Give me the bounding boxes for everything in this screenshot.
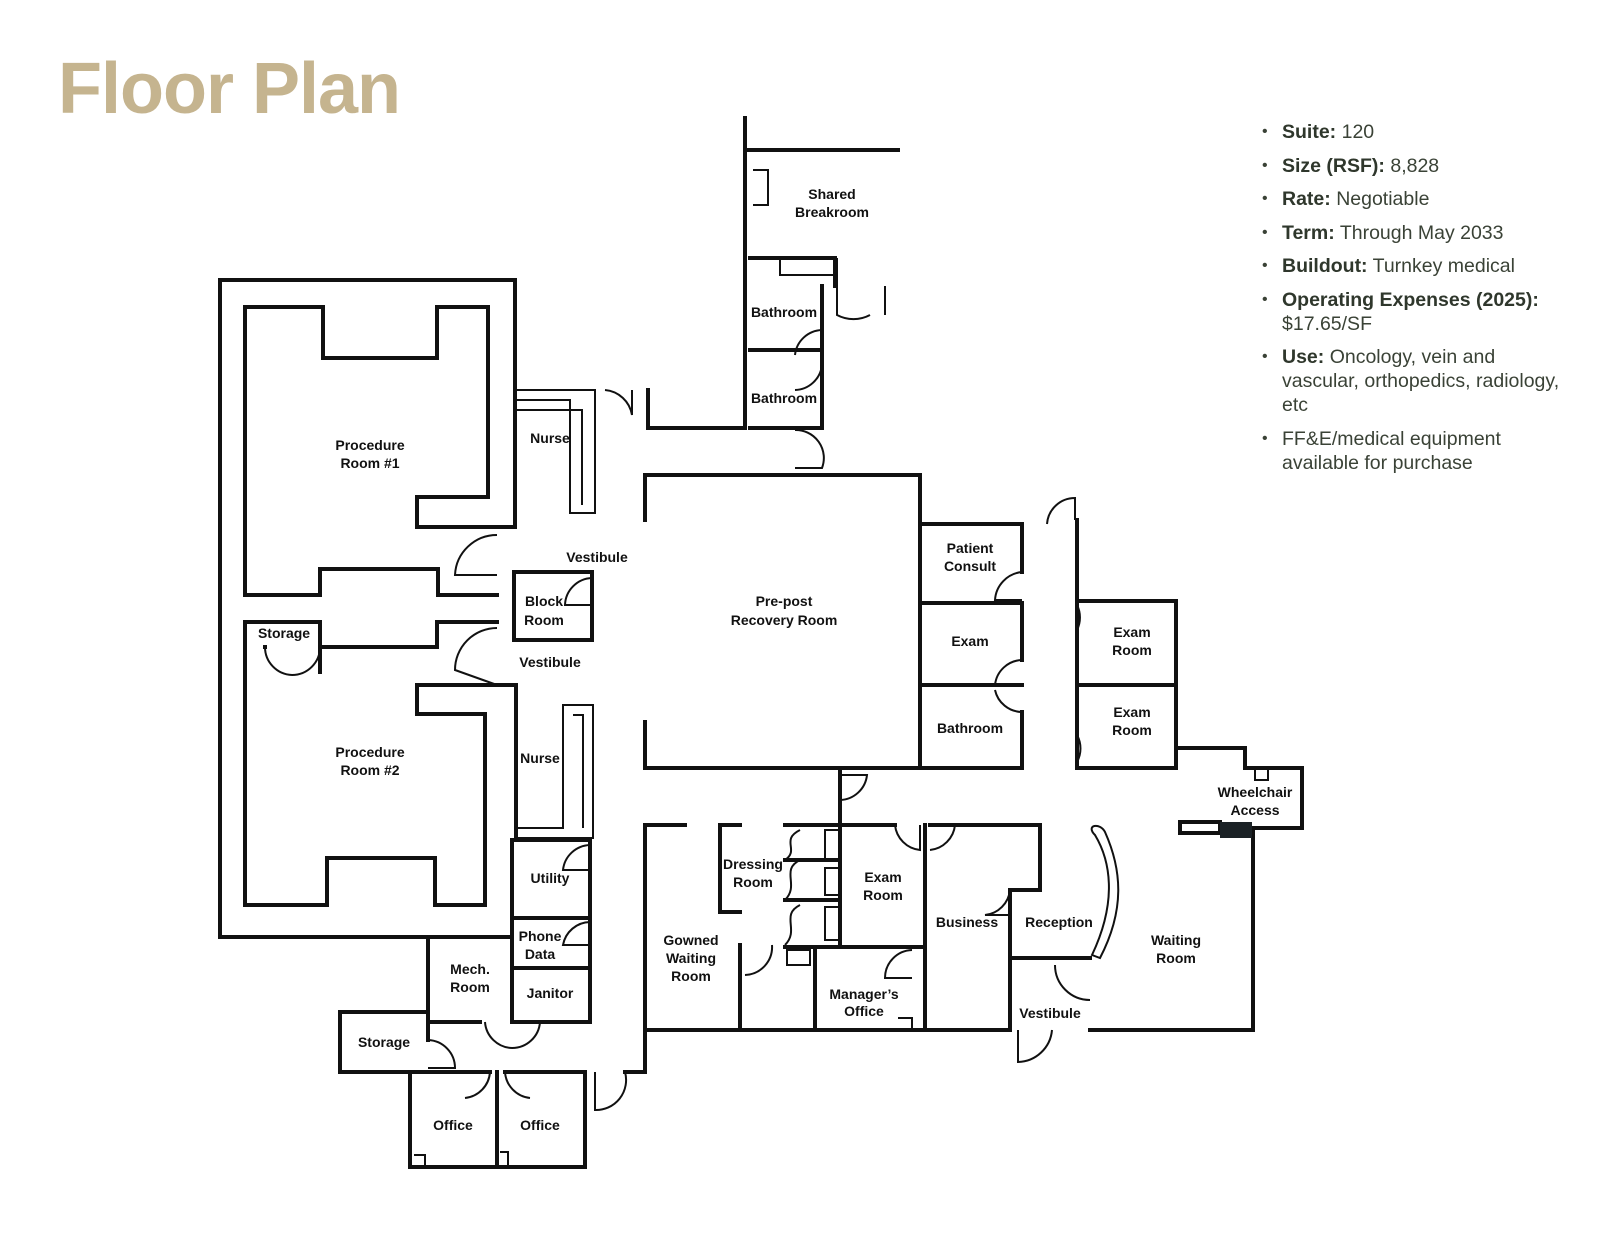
spec-opex: Operating Expenses (2025):$17.65/SF	[1262, 288, 1562, 336]
spec-list: Suite: 120 Size (RSF): 8,828 Rate: Negot…	[1262, 120, 1562, 484]
room-vestibule-3: Vestibule	[1019, 1005, 1081, 1021]
room-office-2: Office	[520, 1117, 560, 1133]
spec-use: Use: Oncology, vein and vascular, orthop…	[1262, 345, 1562, 417]
page-title: Floor Plan	[58, 49, 401, 129]
room-utility: Utility	[531, 870, 570, 886]
room-mech: Mech.Room	[450, 961, 490, 995]
room-bathroom-right: Bathroom	[937, 720, 1003, 736]
room-nurse-1: Nurse	[530, 430, 570, 446]
room-vestibule-1: Vestibule	[566, 549, 628, 565]
entry-mat	[1220, 822, 1252, 838]
room-storage-1: Storage	[258, 625, 310, 641]
room-reception: Reception	[1025, 914, 1093, 930]
room-bathroom-second: Bathroom	[751, 390, 817, 406]
room-business: Business	[936, 914, 998, 930]
room-office-1: Office	[433, 1117, 473, 1133]
spec-term: Term: Through May 2033	[1262, 221, 1562, 245]
spec-buildout: Buildout: Turnkey medical	[1262, 254, 1562, 278]
room-storage-2: Storage	[358, 1034, 410, 1050]
spec-rate: Rate: Negotiable	[1262, 187, 1562, 211]
room-janitor: Janitor	[527, 985, 574, 1001]
spec-suite: Suite: 120	[1262, 120, 1562, 144]
walls	[218, 116, 1304, 1169]
room-bathroom-top: Bathroom	[751, 304, 817, 320]
room-exam: Exam	[951, 633, 988, 649]
spec-ffe: FF&E/medical equipment available for pur…	[1262, 427, 1562, 475]
room-vestibule-2: Vestibule	[519, 654, 581, 670]
room-nurse-2: Nurse	[520, 750, 560, 766]
spec-size: Size (RSF): 8,828	[1262, 154, 1562, 178]
